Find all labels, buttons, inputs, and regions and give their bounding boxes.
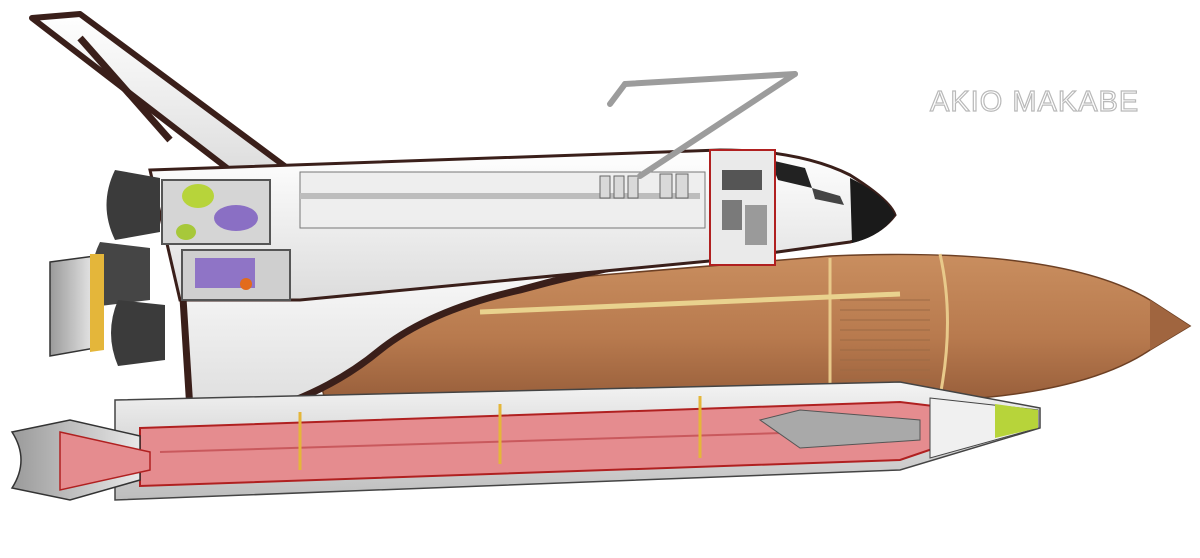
artist-signature: AKIO MAKABE [929,85,1140,118]
main-engines [49,170,165,366]
external-tank [299,253,1192,421]
solid-rocket-booster [10,381,1041,501]
orbiter [29,11,897,424]
robotic-arm [607,71,798,179]
